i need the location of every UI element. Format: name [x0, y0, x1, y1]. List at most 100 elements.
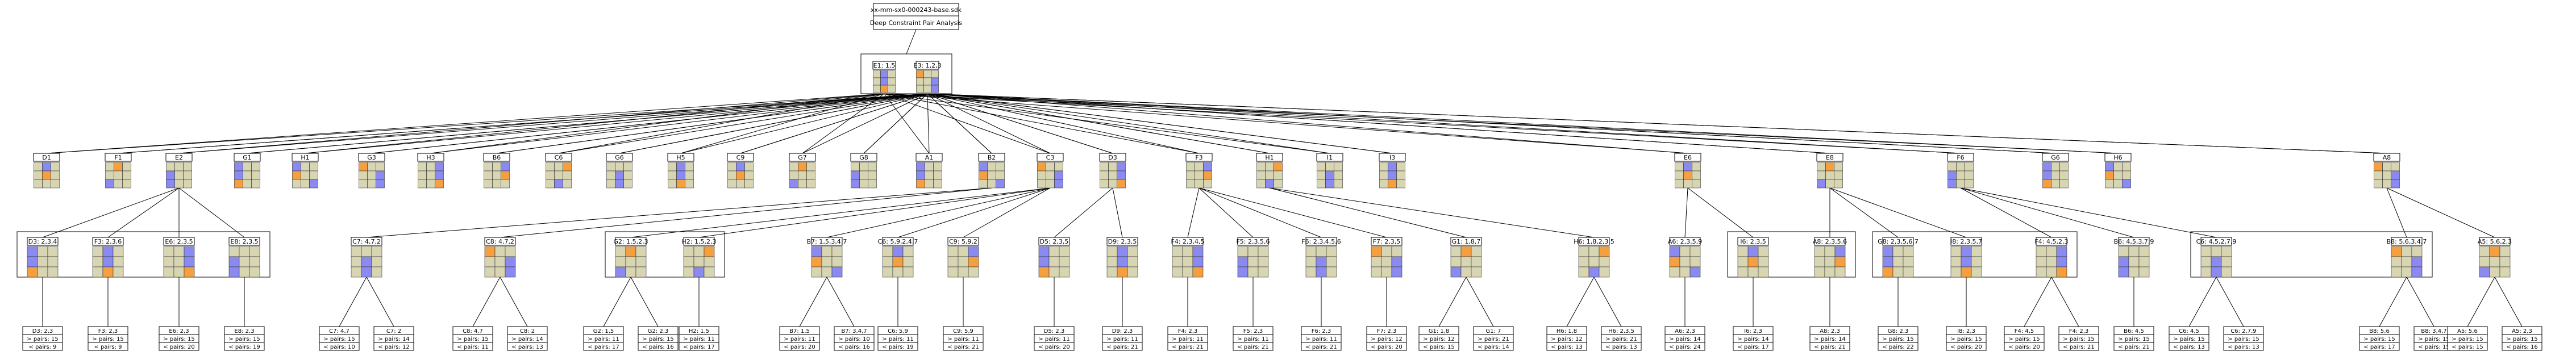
node-label: A8: 2,3,5,6: [1813, 238, 1847, 245]
node-label-box: [1814, 237, 1846, 246]
grid-cell: [2391, 170, 2400, 180]
grid-cell: [1371, 246, 1382, 257]
leaf-text: > pairs: 11: [784, 336, 815, 342]
tree-edge: [1198, 187, 1387, 238]
leaf-text: < pairs: 9: [28, 344, 56, 350]
node-label: G1: [243, 154, 252, 161]
grid-cell: [2138, 246, 2150, 257]
grid-cell: [888, 70, 896, 78]
level1-node: H1: [292, 153, 319, 189]
grid-cell: [1396, 170, 1405, 180]
grid-cell: [114, 170, 123, 180]
grid-cell: [418, 179, 427, 189]
grid-cell: [37, 266, 48, 278]
grid-cell: [2042, 179, 2051, 189]
grid-cell: [1192, 256, 1204, 267]
grid-cell: [1038, 266, 1050, 278]
level2-node: C7: 4,7,2: [351, 237, 382, 278]
grid-cell: [546, 170, 555, 180]
grid-cell: [931, 85, 939, 93]
node-label-box: [615, 237, 647, 246]
grid-cell: [1683, 162, 1692, 171]
grid-cell: [2401, 256, 2412, 267]
level2-node: F4: 2,3,4,5: [1171, 237, 1205, 278]
grid-cell: [183, 170, 192, 180]
grid-cell: [2051, 170, 2060, 180]
leaf-text: < pairs: 13: [1551, 344, 1582, 350]
grid-cell: [947, 246, 959, 257]
grid-cell: [888, 77, 896, 86]
grid-cell: [1834, 256, 1846, 267]
grid-cell: [435, 179, 444, 189]
grid-cell: [1038, 256, 1050, 267]
grid-cell: [916, 77, 924, 86]
grid-cell: [2059, 170, 2069, 180]
leaf-text: < pairs: 15: [1423, 344, 1454, 350]
leaf-text: C8: 4,7: [463, 328, 483, 334]
grid-cell: [933, 170, 942, 180]
grid-cell: [811, 256, 822, 267]
tree-edge: [863, 93, 928, 154]
grid-cell: [1265, 170, 1274, 180]
leaf-text: > pairs: 15: [228, 336, 260, 342]
grid-cell: [1326, 246, 1337, 257]
grid-cell: [789, 170, 798, 180]
grid-cell: [1388, 162, 1397, 171]
grid-cell: [426, 170, 435, 180]
grid-cell: [1683, 170, 1692, 180]
grid-cell: [882, 256, 893, 267]
grid-cell: [806, 170, 815, 180]
grid-cell: [1391, 246, 1403, 257]
level1-node: D1: [33, 153, 60, 189]
grid-cell: [916, 179, 925, 189]
grid-cell: [1588, 256, 1600, 267]
node-label: H2: 1,5,2,3: [682, 238, 717, 245]
grid-cell: [174, 162, 184, 171]
grid-cell: [925, 162, 934, 171]
node-label-box: [1578, 237, 1610, 246]
grid-cell: [2374, 162, 2383, 171]
grid-cell: [1669, 246, 1680, 257]
grid-cell: [1471, 266, 1482, 278]
leaf-text: C6: 4,5: [2179, 328, 2199, 334]
grid-cell: [234, 162, 243, 171]
tree-edge: [366, 277, 394, 327]
grid-cell: [166, 162, 175, 171]
leaf-box: [1167, 326, 1208, 351]
grid-cell: [1824, 246, 1836, 257]
grid-cell: [1203, 162, 1212, 171]
leaf-text: > pairs: 11: [1038, 336, 1069, 342]
leaf-text: < pairs: 20: [163, 344, 194, 350]
grid-cell: [1256, 162, 1266, 171]
node-label: E2: [175, 154, 183, 161]
leaf-node: D5: 2,3> pairs: 11< pairs: 20: [1034, 326, 1075, 351]
grid-cell: [902, 266, 914, 278]
tree-edge: [1466, 277, 1494, 327]
grid-cell: [1108, 179, 1117, 189]
grid-cell: [1054, 170, 1063, 180]
level1-node: C9: [727, 153, 754, 189]
grid-cell: [1747, 266, 1759, 278]
leaf-box: [224, 326, 265, 351]
grid-cell: [996, 162, 1005, 171]
grid-cell: [1396, 162, 1405, 171]
grid-cell: [2105, 179, 2114, 189]
leaf-node: B8: 3,4,7> pairs: 15< pairs: 15: [2413, 326, 2454, 351]
tree-edge: [698, 187, 1051, 238]
leaf-box: [1809, 326, 1850, 351]
grid-cell: [371, 266, 382, 278]
grid-cell: [979, 170, 988, 180]
grid-cell: [492, 179, 501, 189]
tree-edge: [247, 93, 928, 154]
leaf-text: D5: 2,3: [1044, 328, 1065, 334]
grid-cell: [2382, 162, 2391, 171]
node-label: E8: [1826, 154, 1834, 161]
tree-edge: [603, 277, 631, 327]
node-label: E3: 1,2,3: [913, 62, 941, 69]
leaf-text: F6: 2,3: [1312, 328, 1331, 334]
grid-cell: [892, 266, 904, 278]
grid-cell: [184, 266, 195, 278]
leaf-node: A5: 2,3> pairs: 15< pairs: 16: [2502, 326, 2542, 351]
leaf-text: < pairs: 20: [2008, 344, 2040, 350]
leaf-box: [1034, 326, 1075, 351]
